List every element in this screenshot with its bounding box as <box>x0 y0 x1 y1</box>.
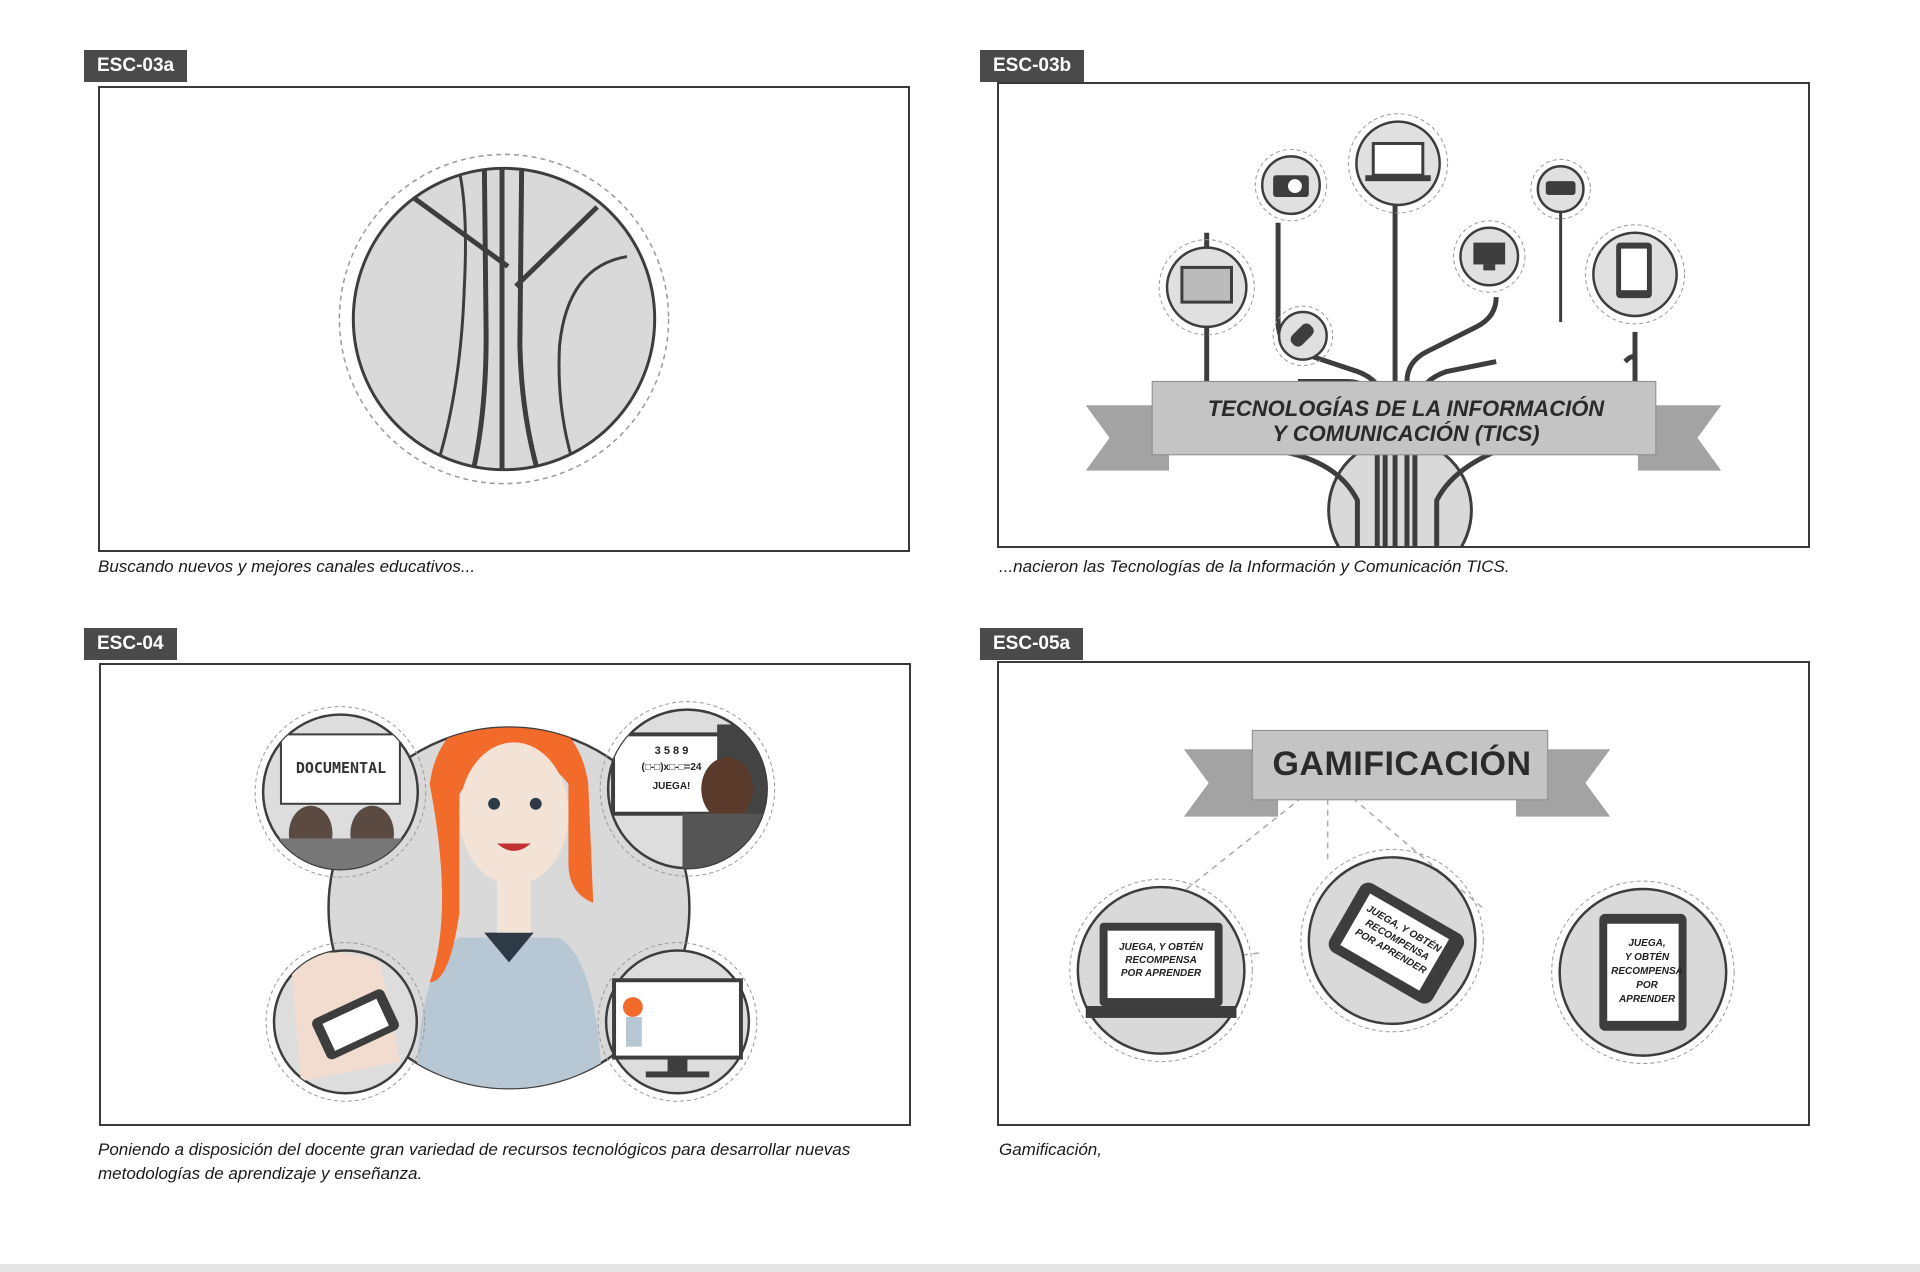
laptop-text-line: POR APRENDER <box>1120 968 1202 979</box>
caption-esc-03b: ...nacieron las Tecnologías de la Inform… <box>999 557 1510 576</box>
scene-tag-esc-03a: ESC-03a <box>84 50 188 82</box>
monitor-icon <box>1453 220 1526 293</box>
tablet-text-line: POR <box>1636 980 1658 991</box>
camera-icon <box>1254 148 1328 222</box>
projector-icon <box>1530 158 1591 220</box>
laptop-screen-text: JUEGA, Y OBTÉN RECOMPENSA POR APRENDER <box>1107 941 1215 980</box>
scene-tag-esc-03b: ESC-03b <box>980 50 1085 82</box>
scene-frame-esc-05a: GAMIFICACIÓN JUEGA, Y OBTÉN RECOMPENSA P… <box>997 661 1810 1126</box>
tics-banner-line2: Y COMUNICACIÓN (TICS) <box>1272 421 1540 446</box>
caption-esc-05a: Gamificación, <box>999 1140 1102 1159</box>
bottom-bar <box>0 1264 1920 1272</box>
tablet-text-line: RECOMPENSA <box>1611 966 1683 977</box>
gamification-banner-title: GAMIFICACIÓN <box>1272 745 1532 783</box>
game-digits: 3 5 8 9 <box>654 745 689 757</box>
presentation-screen-icon <box>1158 239 1255 336</box>
documental-label: DOCUMENTAL <box>295 759 387 777</box>
tics-banner <box>1085 380 1722 471</box>
gamification-illustration <box>1069 729 1735 1065</box>
touch-tablet-icon <box>1584 224 1686 325</box>
laptop-text-line: RECOMPENSA <box>1125 955 1197 966</box>
laptop-icon <box>1347 113 1449 214</box>
game-play-button: JUEGA! <box>652 781 691 792</box>
scene-tag-esc-05a: ESC-05a <box>980 628 1084 660</box>
caption-esc-04: Poniendo a disposición del docente gran … <box>98 1140 851 1183</box>
caption-esc-03a: Buscando nuevos y mejores canales educat… <box>98 557 476 576</box>
tablet-text-line: Y OBTÉN <box>1624 952 1670 963</box>
tablet-text-line: APRENDER <box>1618 994 1676 1005</box>
tablet-screen-text: JUEGA, Y OBTÉN RECOMPENSA POR APRENDER <box>1611 937 1683 1007</box>
scene-frame-esc-03b: TECNOLOGÍAS DE LA INFORMACIÓN Y COMUNICA… <box>997 82 1810 548</box>
game-equation: (□-□)x□-□=24 <box>641 762 702 773</box>
tics-banner-line1: TECNOLOGÍAS DE LA INFORMACIÓN <box>1207 396 1605 421</box>
laptop-text-line: JUEGA, Y OBTÉN <box>1118 942 1204 953</box>
tablet-text-line: JUEGA, <box>1628 938 1666 949</box>
scene-frame-esc-04: DOCUMENTAL 3 5 8 9 (□-□)x□-□=24 JUEGA! <box>99 663 911 1126</box>
teacher-resources-illustration <box>254 701 776 1102</box>
gamepad-icon <box>1272 305 1334 367</box>
scene-frame-esc-03a <box>98 86 910 552</box>
tics-tree-illustration <box>1085 113 1722 546</box>
roots-illustration <box>338 153 670 485</box>
scene-tag-esc-04: ESC-04 <box>84 628 177 660</box>
